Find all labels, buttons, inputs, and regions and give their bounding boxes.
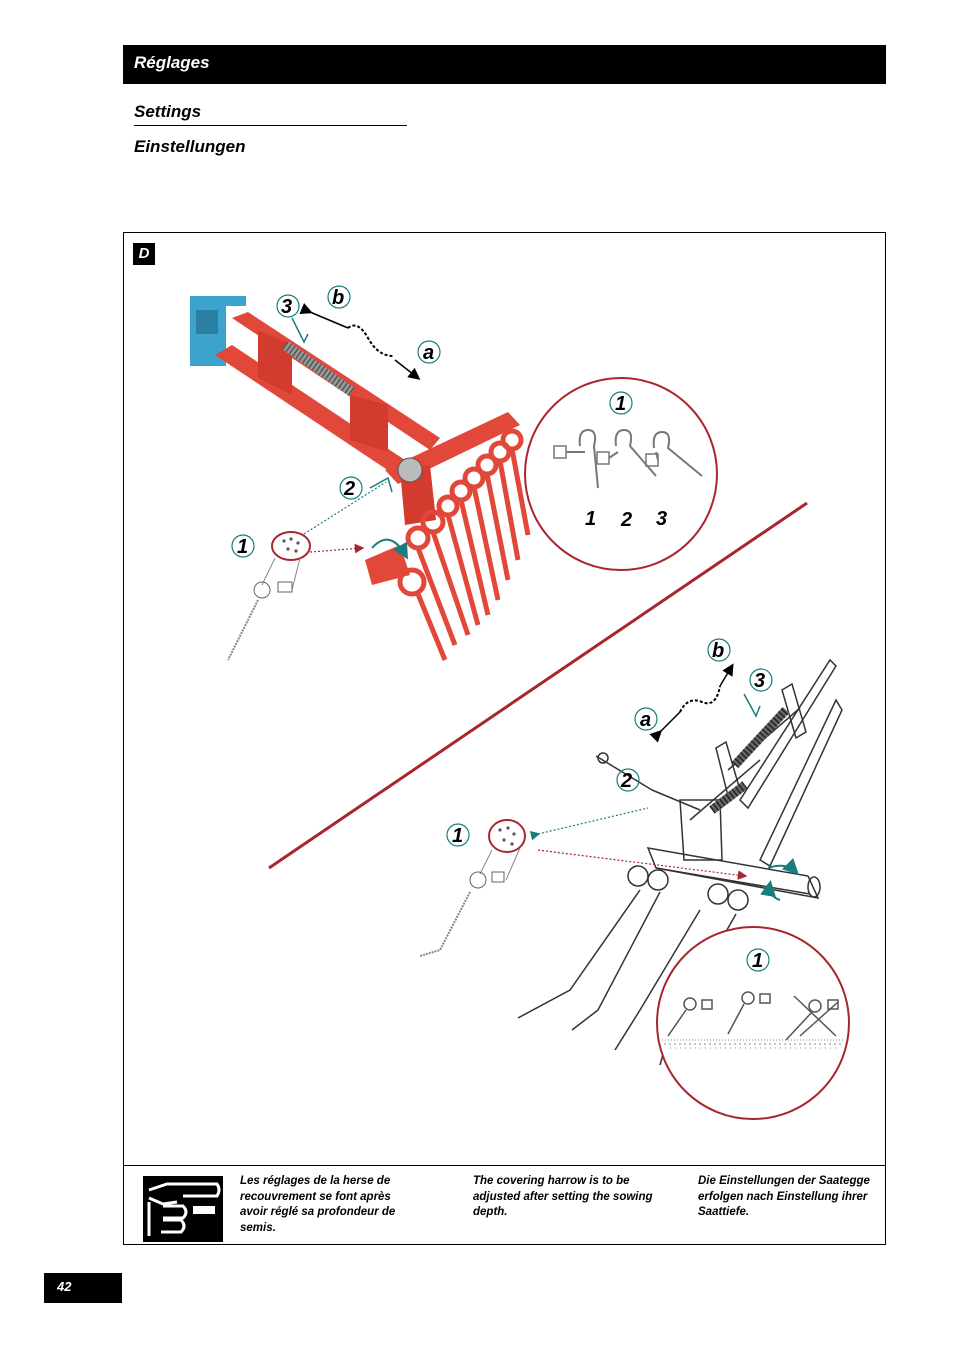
- page-title: Réglages: [134, 53, 210, 72]
- bottom-label-2: 2: [620, 770, 632, 792]
- subtitle-german: Einstellungen: [134, 137, 246, 156]
- top-inset-position-1: 1: [585, 508, 596, 530]
- bottom-label-a: a: [640, 709, 651, 731]
- top-label-1: 1: [237, 536, 248, 558]
- page-number: 42: [57, 1279, 72, 1294]
- diagonal-divider: [268, 501, 808, 870]
- top-inset-heading: 1: [615, 393, 626, 415]
- bottom-inset-circle: [656, 926, 850, 1120]
- subtitle-rule: [134, 125, 407, 126]
- bottom-inset-ground: [662, 1039, 845, 1049]
- notes-divider: [123, 1165, 886, 1166]
- top-harrow-tines: [397, 428, 531, 661]
- bottom-harrow-frame: [595, 658, 843, 899]
- top-inset-position-2: 2: [620, 509, 632, 531]
- subtitle-english: Settings: [134, 102, 202, 121]
- note-german: Die Einstellungen der Saategge erfolgen …: [698, 1175, 870, 1218]
- bottom-callout-labels: b 3 a 2 1 1: [446, 638, 773, 972]
- top-label-2: 2: [343, 478, 355, 500]
- figure-badge: D: [133, 243, 155, 265]
- top-label-a: a: [423, 342, 434, 364]
- page-number-box: 42: [44, 1273, 122, 1303]
- figure-frame: [123, 232, 886, 1245]
- top-inset-tines: [553, 428, 703, 489]
- bottom-inset-tines: [667, 991, 839, 1041]
- top-label-3: 3: [281, 296, 292, 318]
- note-french: Les réglages de la herse de recouvrement…: [240, 1175, 396, 1234]
- bottom-label-3: 3: [754, 670, 765, 692]
- top-label-b: b: [332, 287, 344, 309]
- top-inset-position-3: 3: [656, 508, 667, 530]
- header-bar: Réglages: [123, 45, 886, 84]
- top-callout-labels: 3 b a 2 1 1 1 2 3: [231, 285, 667, 558]
- note-english: The covering harrow is to be adjusted af…: [473, 1175, 653, 1218]
- pointing-hand-icon: [143, 1176, 223, 1242]
- bottom-label-1: 1: [452, 825, 463, 847]
- top-inset-circle: [524, 377, 718, 571]
- bottom-inset-heading: 1: [752, 950, 763, 972]
- bottom-label-b: b: [712, 640, 724, 662]
- top-harrow-frame: [190, 296, 520, 585]
